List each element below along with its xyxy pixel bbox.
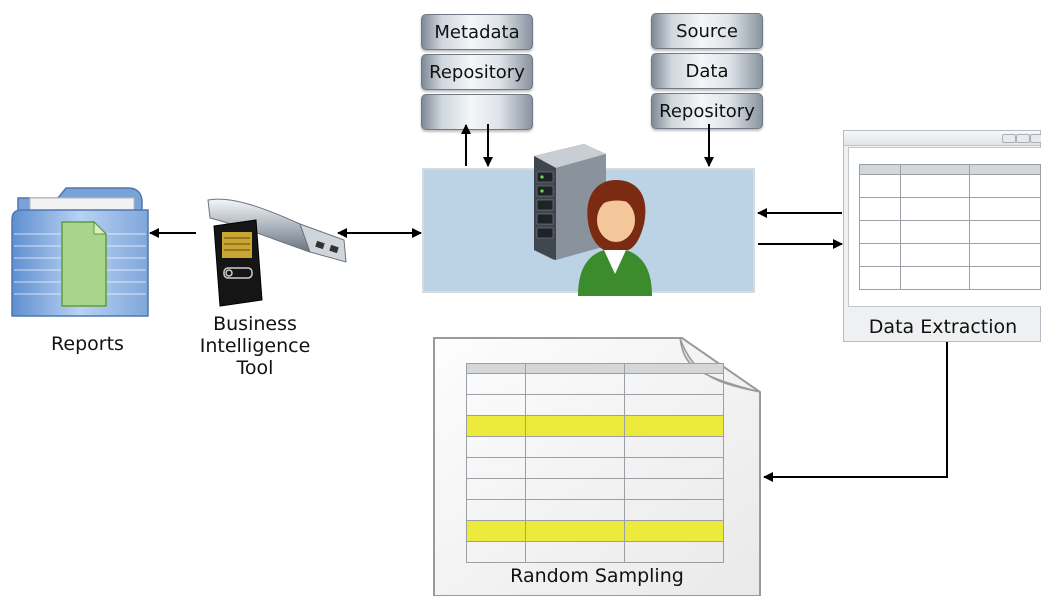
maximize-icon: [1016, 134, 1030, 143]
source-data-repository: Source Data Repository: [651, 13, 763, 133]
source-repository-seg-1: Source: [651, 13, 763, 49]
extraction-table: [859, 164, 1041, 290]
metadata-repository-seg-2: Repository: [421, 54, 533, 90]
metadata-repository-seg-3: [421, 94, 533, 130]
random-sampling-label: Random Sampling: [510, 565, 684, 587]
close-icon: [1030, 134, 1041, 143]
highlighted-row: [466, 520, 724, 542]
metadata-repository-seg-1: Metadata: [421, 14, 533, 50]
metadata-repository: Metadata Repository: [421, 14, 533, 134]
data-extraction-window: Data Extraction: [843, 130, 1041, 342]
user-icon: [578, 180, 652, 296]
source-repository-seg-3: Repository: [651, 93, 763, 129]
bi-tool-label-line-3: Tool: [236, 357, 274, 379]
highlighted-row: [466, 415, 724, 437]
minimize-icon: [1002, 134, 1016, 143]
reports-label: Reports: [51, 333, 124, 355]
processing-panel: [422, 144, 755, 296]
folder-icon: [11, 187, 149, 317]
arrow-extraction-to-sampling: [763, 342, 948, 482]
sampling-table: [466, 363, 724, 563]
window-titlebar: [844, 131, 1040, 146]
bi-tool-label-line-2: Intelligence: [199, 335, 311, 357]
data-extraction-label: Data Extraction: [868, 316, 1018, 338]
bi-tool-label-line-1: Business: [213, 313, 297, 335]
window-client-area: [848, 147, 1041, 307]
source-repository-seg-2: Data: [651, 53, 763, 89]
random-sampling-document: Random Sampling: [432, 334, 762, 596]
usb-drive-icon: [207, 198, 347, 307]
